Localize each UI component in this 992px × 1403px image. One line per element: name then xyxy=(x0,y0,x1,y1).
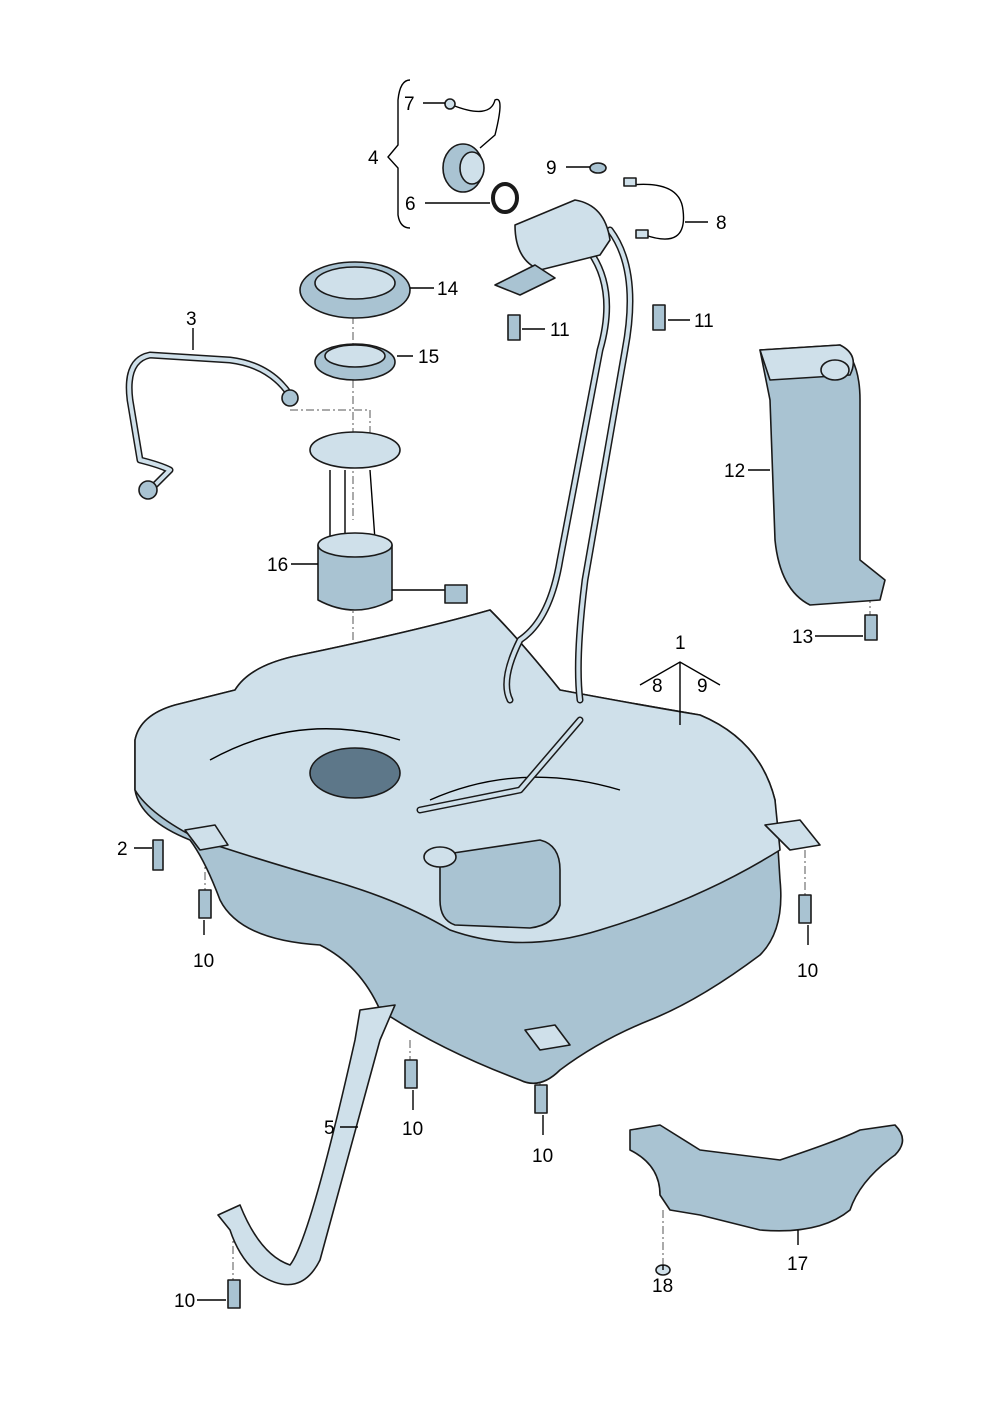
filler-cap xyxy=(387,79,519,229)
part-labels: 7 4 9 6 8 14 3 11 11 15 12 16 13 1 8 9 2… xyxy=(117,94,818,1312)
label-10: 10 xyxy=(797,961,818,982)
label-18: 18 xyxy=(652,1276,673,1297)
label-9: 9 xyxy=(697,676,708,697)
vent-hose xyxy=(125,351,299,500)
label-9: 9 xyxy=(546,158,557,179)
label-8: 8 xyxy=(652,676,663,697)
bolts xyxy=(152,304,878,1309)
locking-ring xyxy=(299,261,411,381)
label-10: 10 xyxy=(174,1291,195,1312)
label-15: 15 xyxy=(418,347,439,368)
label-13: 13 xyxy=(792,627,813,648)
label-5: 5 xyxy=(324,1118,335,1139)
label-12: 12 xyxy=(724,461,745,482)
heat-shield xyxy=(629,1124,904,1276)
label-4: 4 xyxy=(368,148,379,169)
filler-neck xyxy=(416,199,634,814)
carbon-canister xyxy=(759,344,886,606)
label-10: 10 xyxy=(532,1146,553,1167)
label-2: 2 xyxy=(117,839,128,860)
fuel-tank xyxy=(134,609,821,1085)
label-16: 16 xyxy=(267,555,288,576)
label-10: 10 xyxy=(402,1119,423,1140)
label-11: 11 xyxy=(694,311,714,332)
label-14: 14 xyxy=(437,279,459,300)
label-7: 7 xyxy=(404,94,415,115)
label-6: 6 xyxy=(405,194,416,215)
label-17: 17 xyxy=(787,1254,808,1275)
label-11: 11 xyxy=(550,320,570,341)
label-3: 3 xyxy=(186,309,197,330)
label-8: 8 xyxy=(716,213,727,234)
fuel-pump xyxy=(309,431,468,611)
label-1: 1 xyxy=(675,633,686,654)
leader-lines xyxy=(134,102,863,1301)
sensor-cable xyxy=(589,162,685,240)
label-10: 10 xyxy=(193,951,214,972)
tank-strap xyxy=(217,1004,396,1286)
